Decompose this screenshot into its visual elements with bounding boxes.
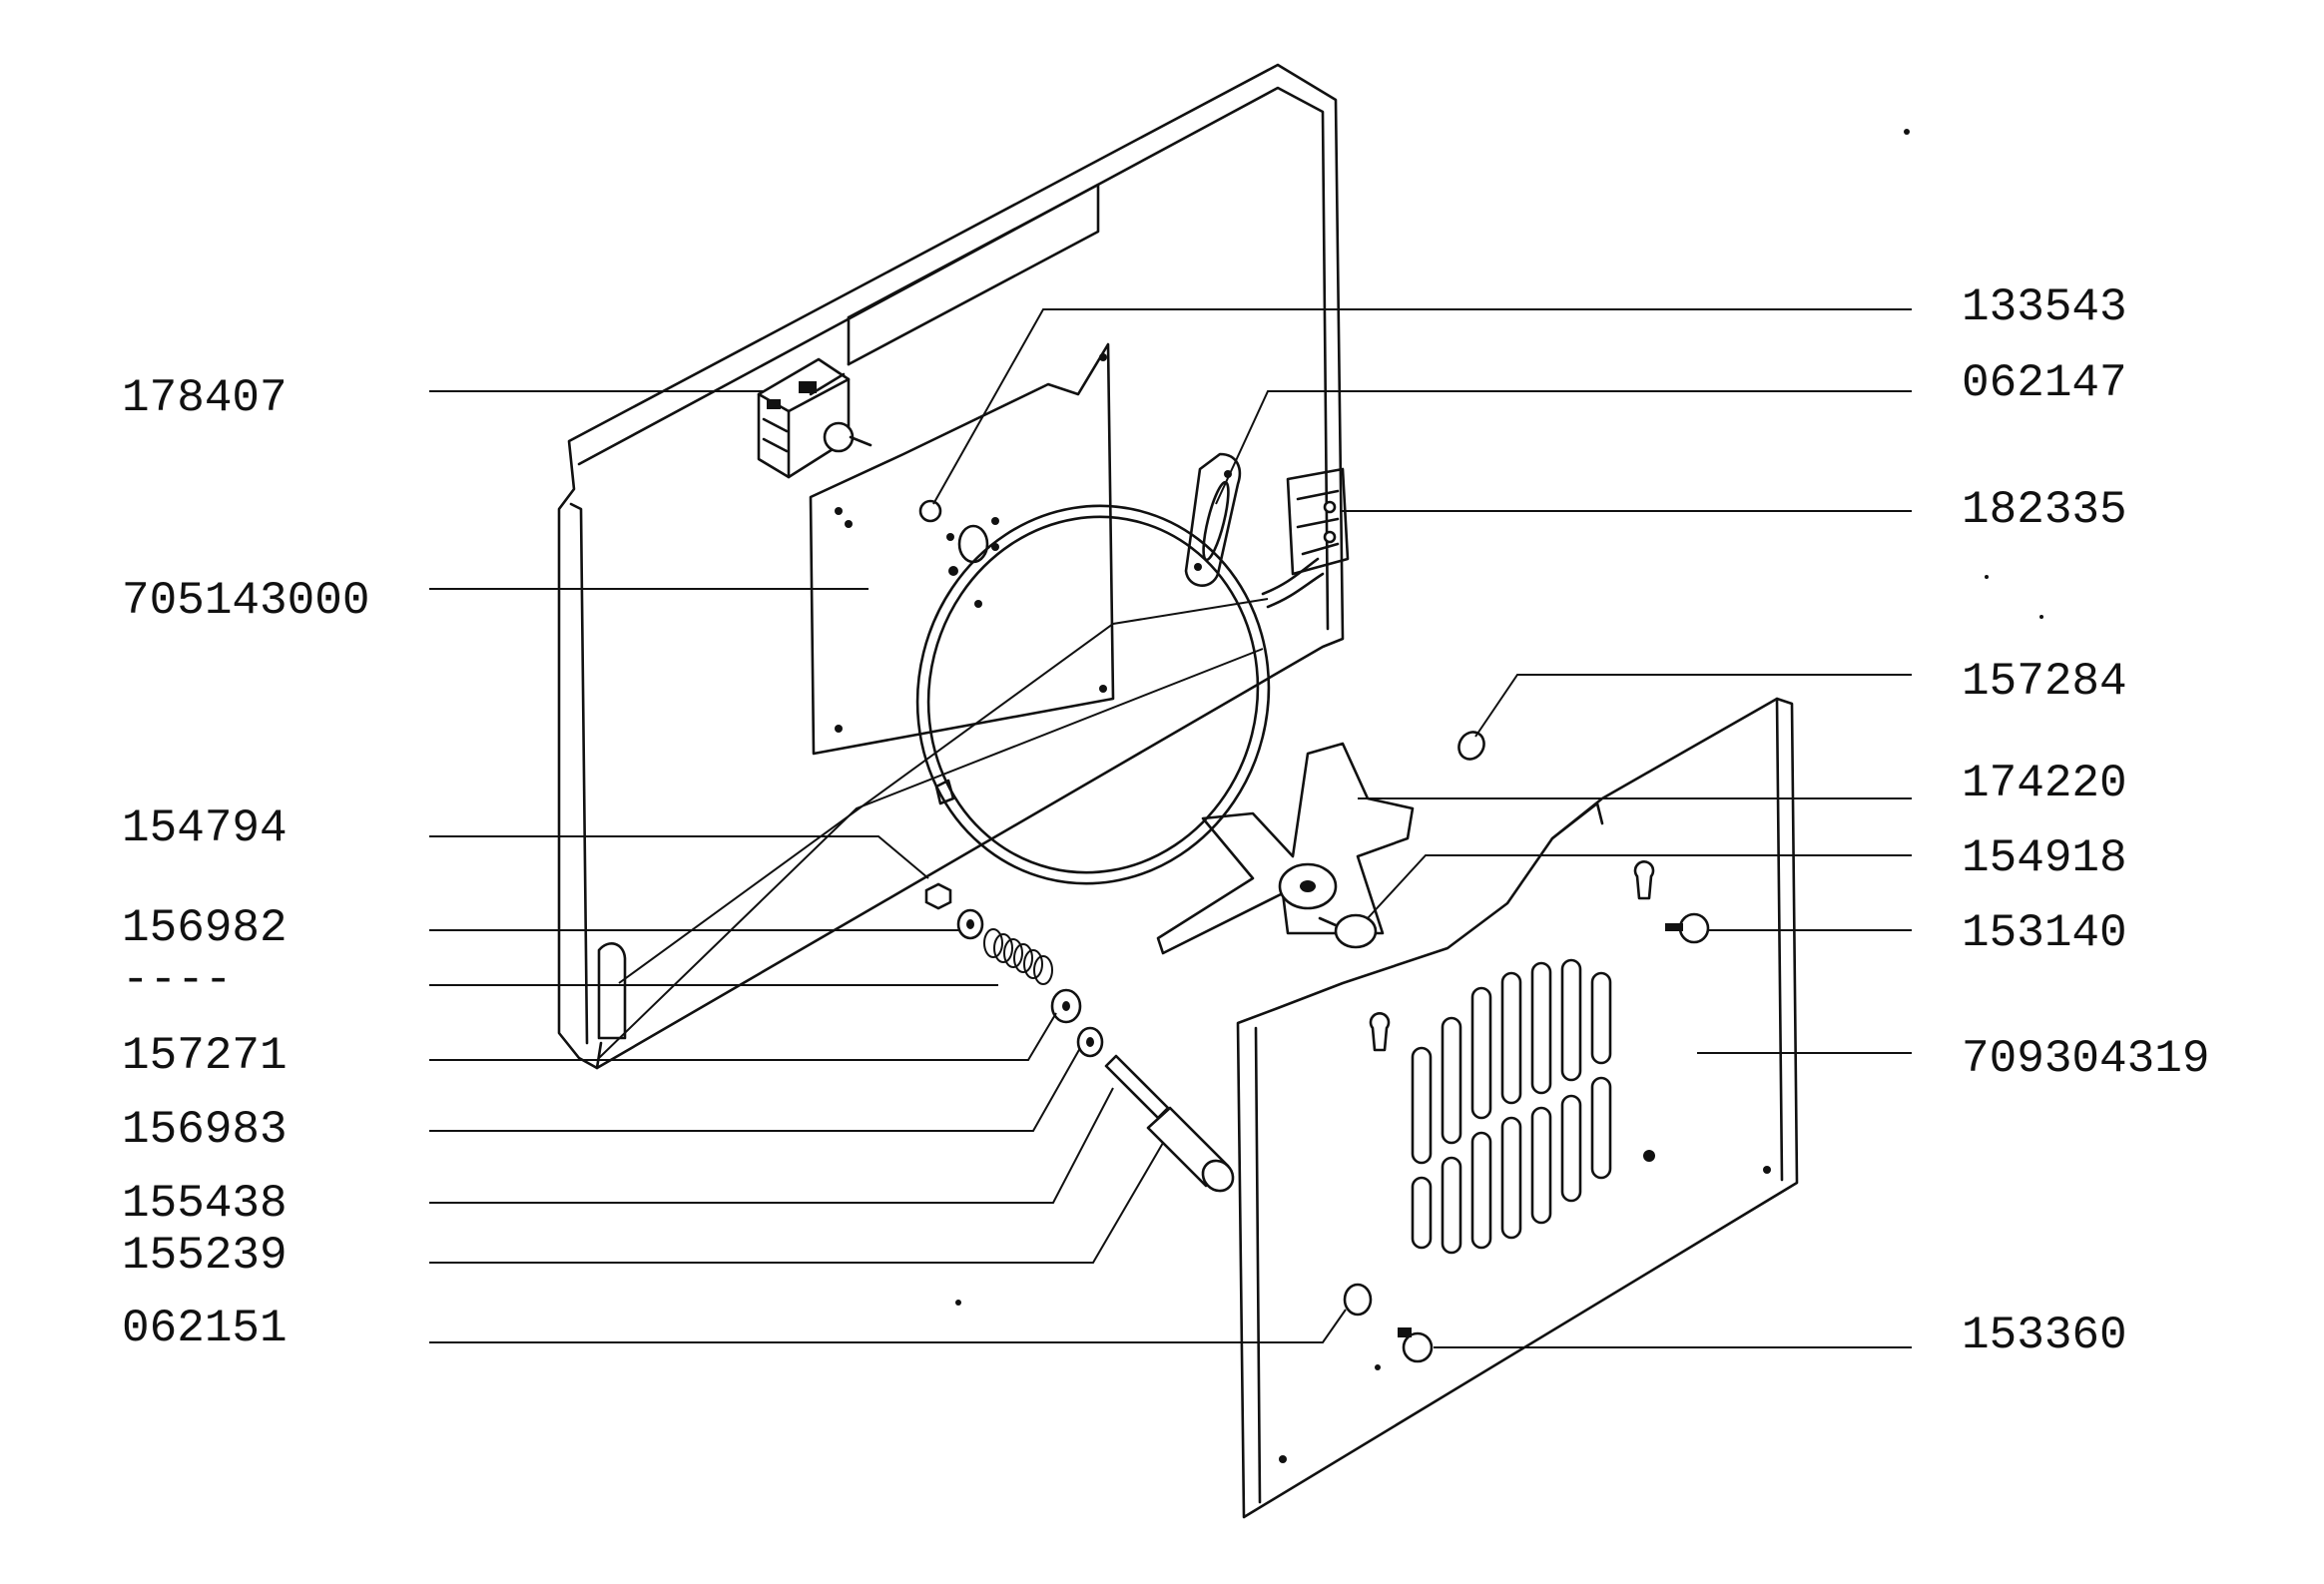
label-709304319: 709304319 bbox=[1962, 1033, 2209, 1085]
label-062151: 062151 bbox=[122, 1303, 288, 1354]
label-unnumbered-part: ---- bbox=[122, 954, 232, 1006]
spring bbox=[983, 928, 1053, 985]
label-153140: 153140 bbox=[1962, 907, 2127, 959]
label-155239: 155239 bbox=[122, 1230, 288, 1282]
label-133543: 133543 bbox=[1962, 281, 2127, 333]
label-705143000: 705143000 bbox=[122, 575, 369, 627]
label-178407: 178407 bbox=[122, 372, 288, 424]
label-174220: 174220 bbox=[1962, 758, 2127, 809]
fan-impeller bbox=[1156, 742, 1415, 955]
rear-oven-wall bbox=[557, 63, 1350, 1070]
label-153360: 153360 bbox=[1962, 1310, 2127, 1361]
leader-lines bbox=[429, 308, 1912, 1348]
label-157271: 157271 bbox=[122, 1030, 288, 1082]
label-156982: 156982 bbox=[122, 902, 288, 954]
label-062147: 062147 bbox=[1962, 357, 2127, 409]
label-155438: 155438 bbox=[122, 1178, 288, 1230]
label-154794: 154794 bbox=[122, 802, 288, 854]
fan-cover-panel bbox=[1236, 697, 1799, 1519]
label-156983: 156983 bbox=[122, 1104, 288, 1156]
ventilation-grille bbox=[1411, 958, 1612, 1255]
insulation-plate bbox=[809, 342, 1115, 756]
label-182335: 182335 bbox=[1962, 484, 2127, 536]
part-number-labels: 178407 705143000 154794 156982 ---- 1572… bbox=[122, 281, 2209, 1361]
fan-motor bbox=[757, 357, 872, 479]
label-157284: 157284 bbox=[1962, 656, 2127, 708]
circular-heating-element bbox=[915, 452, 1325, 885]
label-154918: 154918 bbox=[1962, 832, 2127, 884]
hardware-parts bbox=[924, 129, 2043, 1363]
